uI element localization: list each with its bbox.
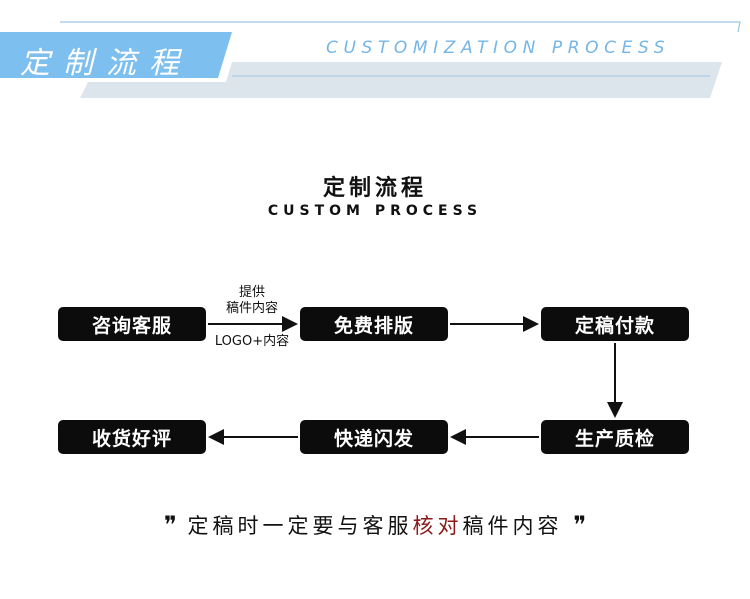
note-line-3: LOGO+内容 (214, 334, 290, 349)
step-payment: 定稿付款 (541, 307, 689, 341)
banner-grey-band (80, 62, 722, 98)
footer-text-after: 稿件内容 (462, 514, 563, 538)
step-receive: 收货好评 (58, 420, 206, 454)
step-layout: 免费排版 (300, 307, 448, 341)
step-shipping: 快递闪发 (300, 420, 448, 454)
close-quote-icon: ❞ (573, 511, 587, 539)
step-consult: 咨询客服 (58, 307, 206, 341)
banner-blue-block (0, 32, 232, 78)
section-title-en: CUSTOM PROCESS (267, 203, 483, 219)
banner-title-en: CUSTOMIZATION PROCESS (326, 38, 671, 58)
arrow-note-top: 提供 稿件内容 (206, 285, 298, 317)
footer-reminder: ❞ 定稿时一定要与客服核对稿件内容 ❞ (0, 510, 750, 540)
banner-title-zh: 定制流程 (20, 46, 192, 81)
footer-text-before: 定稿时一定要与客服 (187, 514, 413, 538)
note-line-1: 提供 (238, 285, 265, 300)
section-title-zh: 定制流程 (322, 176, 427, 201)
header-banner (0, 21, 741, 98)
step-production: 生产质检 (541, 420, 689, 454)
open-quote-icon: ❞ (163, 511, 177, 539)
footer-highlight: 核对 (412, 514, 463, 538)
note-line-2: 稿件内容 (225, 301, 278, 316)
banner-outline (60, 21, 741, 33)
